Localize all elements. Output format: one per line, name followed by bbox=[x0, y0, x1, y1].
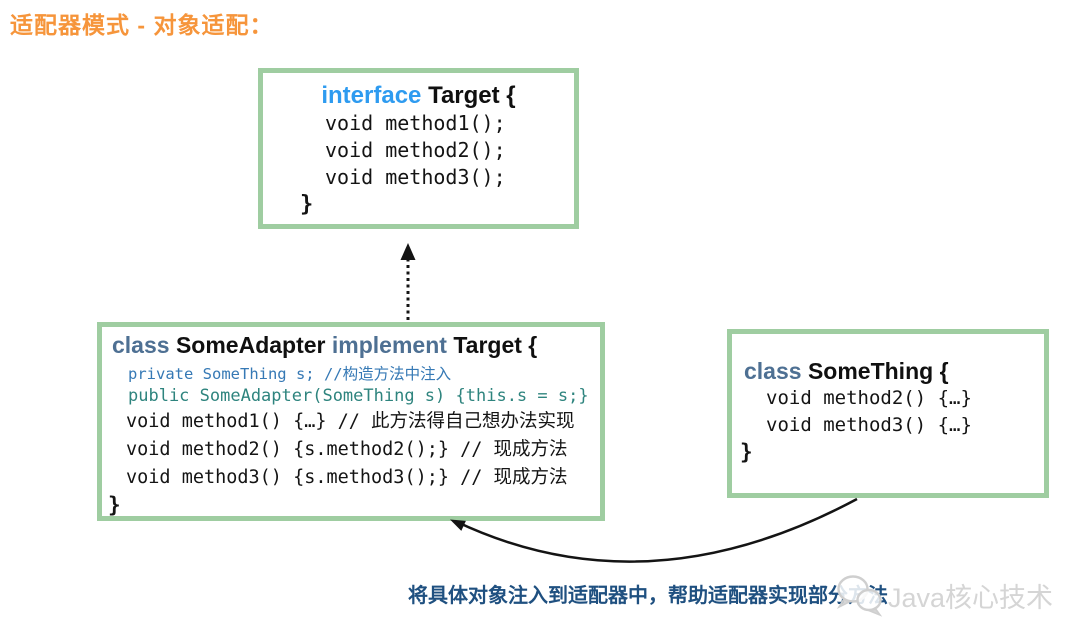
adapter-method-line: void method1() {…} // 此方法得自己想办法实现 bbox=[126, 411, 575, 432]
target-box-header: interface Target { bbox=[263, 82, 574, 110]
implements-dotted-arrow bbox=[400, 243, 416, 320]
something-method-line: void method3() {…} bbox=[766, 414, 972, 436]
target-interface-box: interface Target { void method1(); void … bbox=[258, 68, 579, 229]
adapter-method-line: void method2() {s.method2();} // 现成方法 bbox=[126, 439, 568, 460]
some-thing-class-box: class SomeThing { void method2() {…} voi… bbox=[727, 329, 1049, 498]
some-adapter-class-box: class SomeAdapter implement Target { pri… bbox=[97, 322, 605, 521]
target-method-line: void method1(); bbox=[325, 111, 506, 135]
adapter-name: SomeAdapter bbox=[175, 332, 326, 358]
adapter-constructor-line: public SomeAdapter(SomeThing s) {this.s … bbox=[128, 386, 589, 406]
implements-target-name: Target { bbox=[453, 332, 538, 358]
watermark-text: Java核心技术 bbox=[888, 582, 1054, 613]
something-close-brace: } bbox=[740, 440, 753, 464]
adapter-method-line: void method3() {s.method3();} // 现成方法 bbox=[126, 467, 568, 488]
injection-caption: 将具体对象注入到适配器中，帮助适配器实现部分方法 bbox=[408, 585, 888, 607]
something-name: SomeThing { bbox=[807, 358, 949, 384]
something-box-header: class SomeThing { bbox=[744, 358, 1044, 385]
class-keyword: class bbox=[112, 332, 170, 358]
interface-keyword: interface bbox=[321, 82, 422, 109]
adapter-close-brace: } bbox=[108, 493, 121, 517]
adapter-box-header: class SomeAdapter implement Target { bbox=[112, 332, 600, 359]
watermark: Java核心技术 bbox=[834, 572, 1053, 618]
page-title: 适配器模式 - 对象适配： bbox=[10, 12, 274, 38]
target-method-line: void method2(); bbox=[325, 138, 506, 162]
class-keyword: class bbox=[744, 358, 802, 384]
something-method-line: void method2() {…} bbox=[766, 387, 972, 409]
target-name: Target { bbox=[428, 82, 516, 109]
adapter-field-line: private SomeThing s; //构造方法中注入 bbox=[128, 365, 452, 383]
target-method-line: void method3(); bbox=[325, 165, 506, 189]
target-close-brace: } bbox=[300, 192, 314, 217]
implement-keyword: implement bbox=[331, 332, 447, 358]
wechat-bubbles-icon bbox=[836, 575, 883, 617]
